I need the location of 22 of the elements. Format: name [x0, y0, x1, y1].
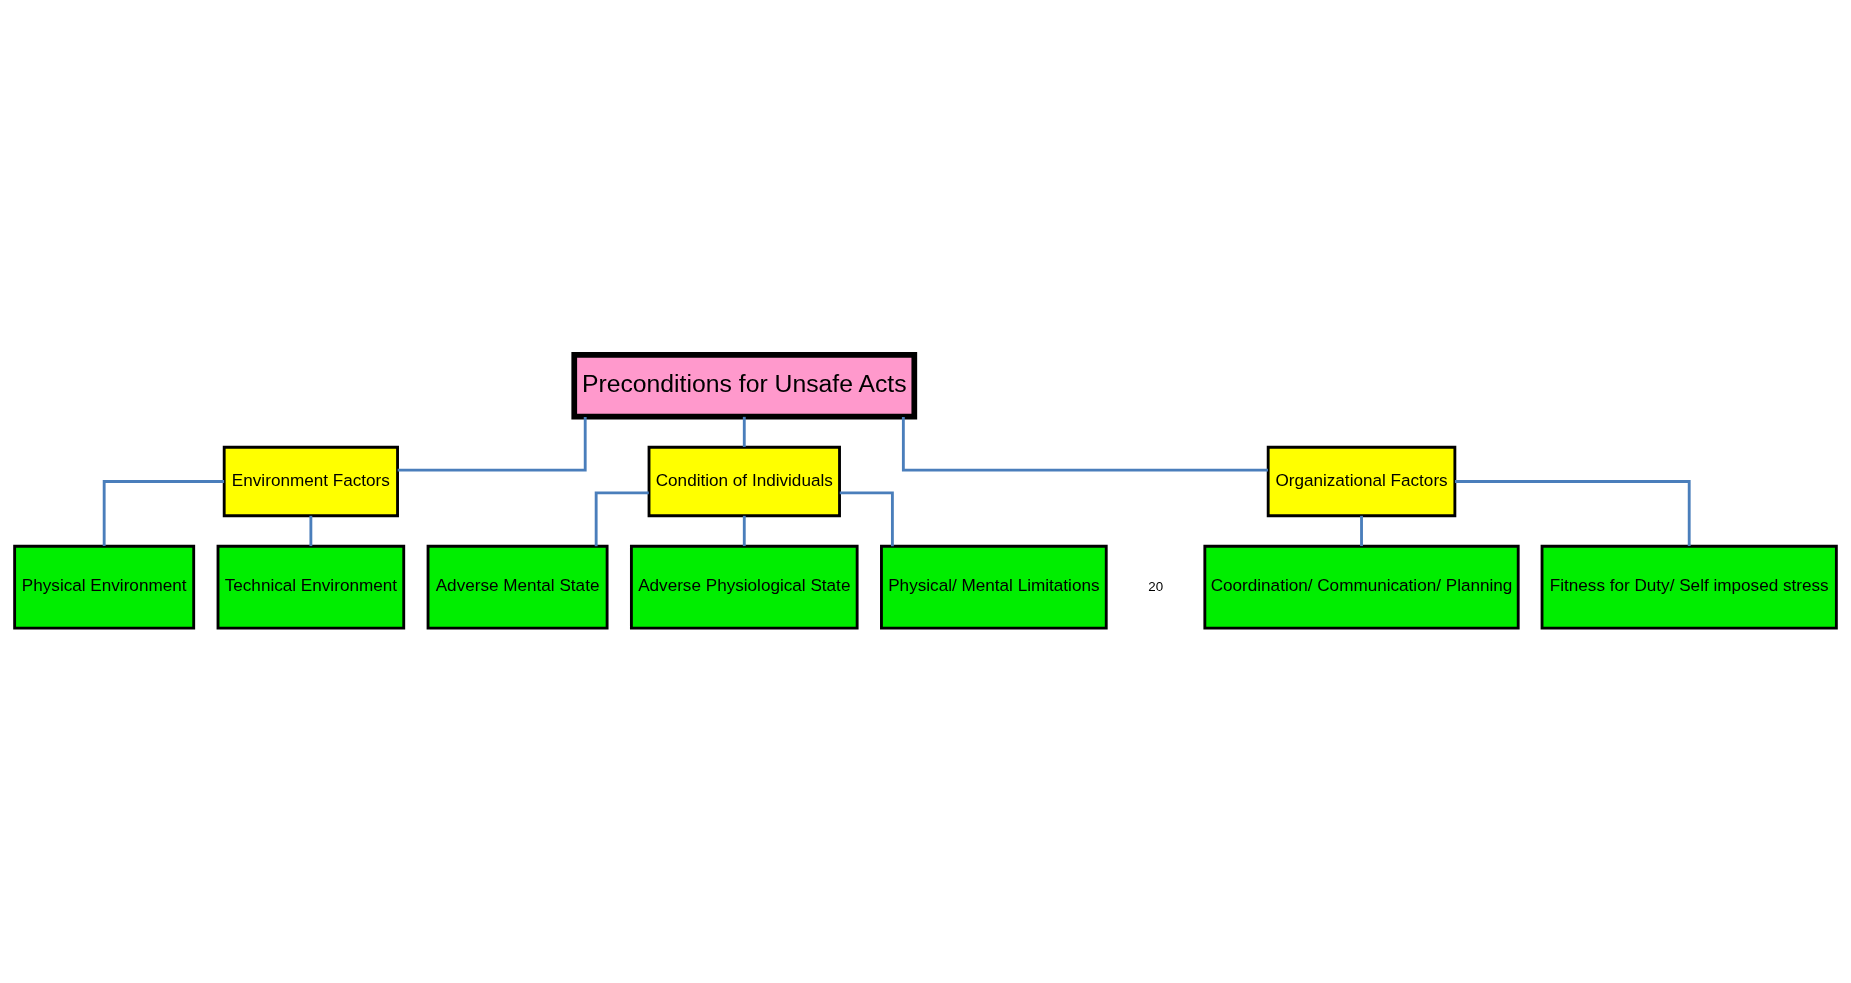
connector	[742, 416, 746, 447]
label: 20	[1148, 578, 1164, 594]
connector	[742, 515, 746, 547]
node-box: Fitness for Duty/ Self imposed stress	[1540, 544, 1838, 630]
node-box: Adverse Mental State	[426, 544, 609, 630]
node-box: Environment Factors	[222, 445, 399, 518]
node-box: Physical Environment	[13, 544, 196, 630]
node-box: Adverse Physiological State	[629, 544, 859, 630]
connector	[901, 416, 1268, 472]
connector	[1455, 480, 1691, 547]
connector	[1360, 515, 1363, 547]
node-box: Organizational Factors	[1266, 445, 1457, 518]
node-box: Preconditions for Unsafe Acts	[571, 351, 918, 420]
node-box: Physical/ Mental Limitations	[880, 544, 1108, 630]
connector	[594, 491, 649, 547]
node-box: Technical Environment	[216, 544, 406, 630]
node-box: Condition of Individuals	[647, 445, 841, 518]
connector	[397, 416, 587, 472]
node-box: Coordination/ Communication/ Planning	[1203, 544, 1520, 630]
connector	[102, 480, 225, 547]
connector	[309, 515, 313, 547]
connector	[839, 491, 894, 547]
